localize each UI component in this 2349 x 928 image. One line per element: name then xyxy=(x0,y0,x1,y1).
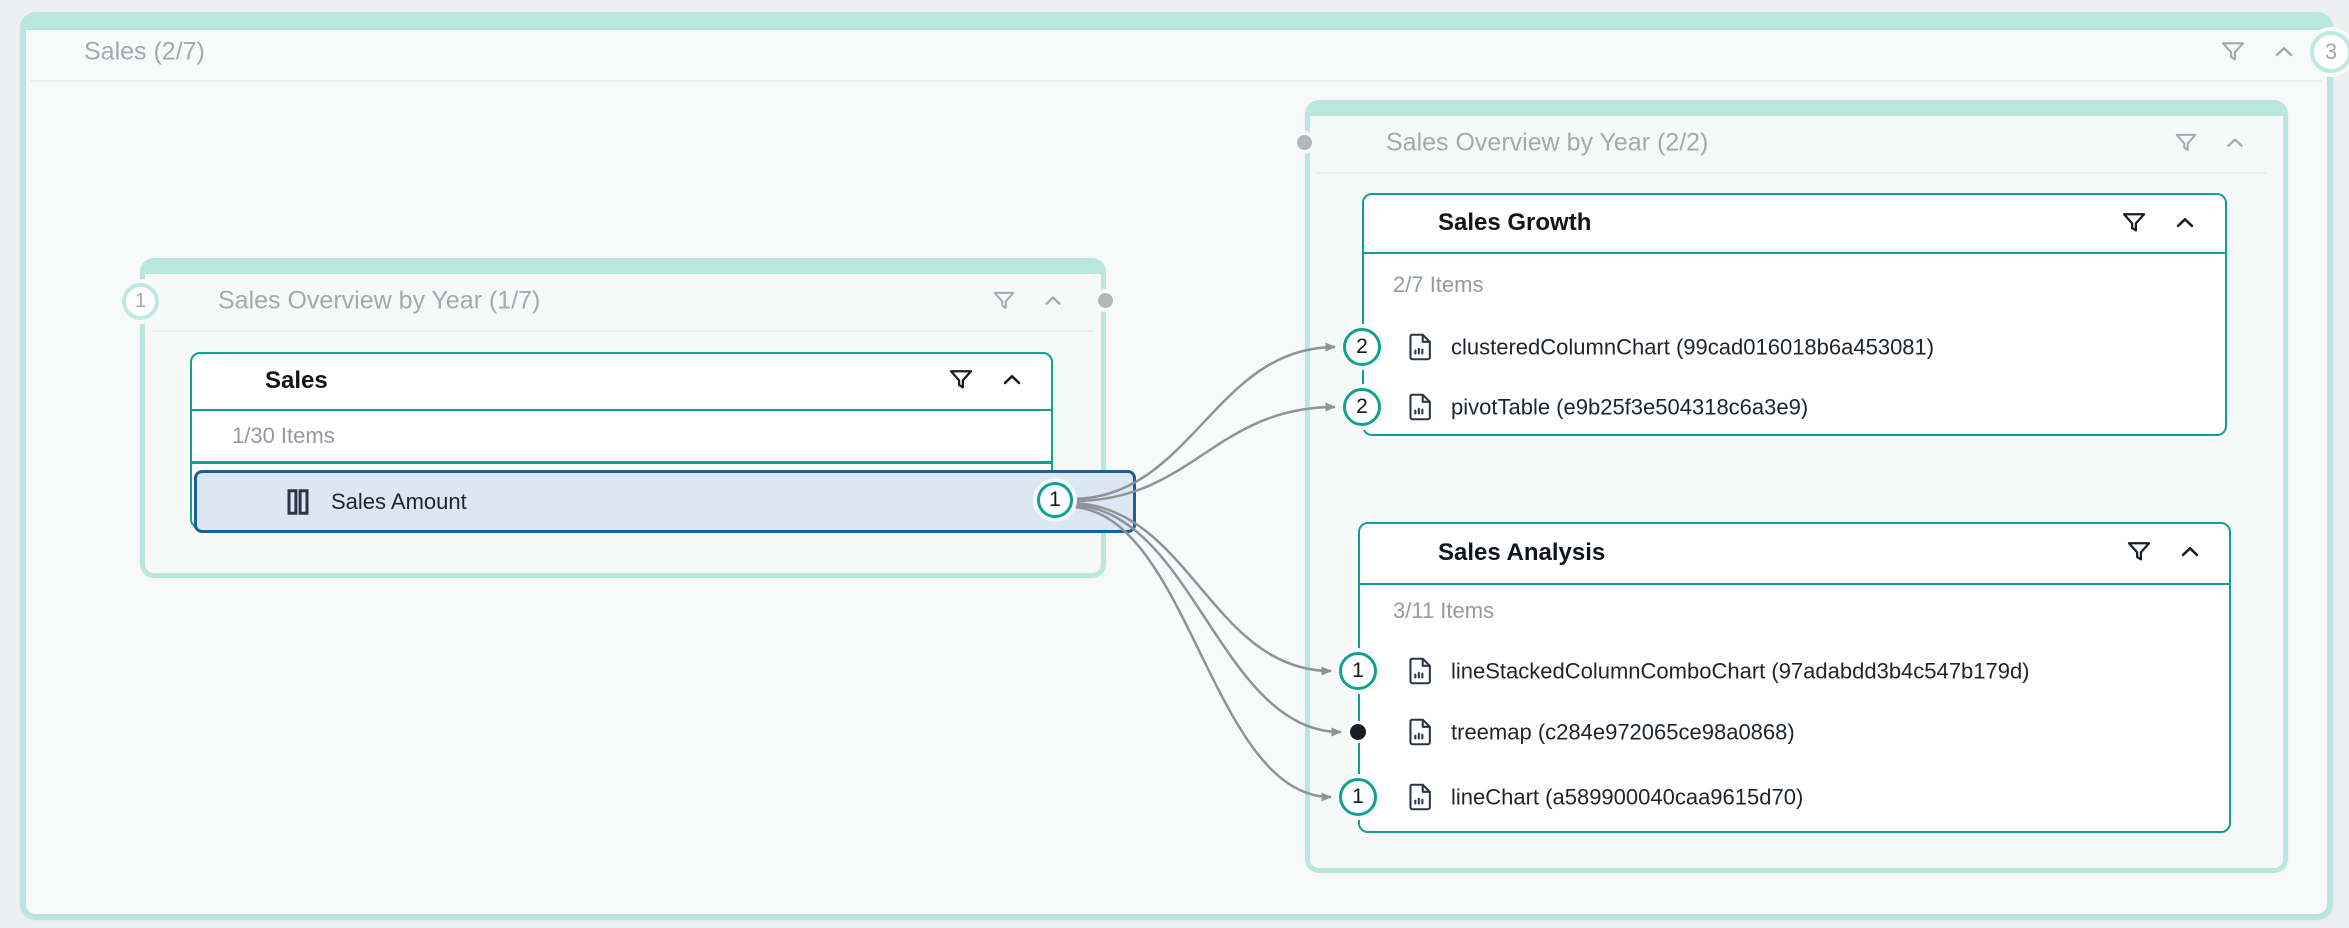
list-item-treemap[interactable]: treemap (c284e972065ce98a0868) xyxy=(1404,717,1795,748)
left-page-port-badge[interactable]: 1 xyxy=(122,283,159,320)
list-item-label: lineChart (a589900040caa9615d70) xyxy=(1451,784,1804,809)
collapse-chevron-icon[interactable] xyxy=(2222,130,2248,156)
right-header-separator xyxy=(1317,172,2266,174)
list-item-pivot-table[interactable]: pivotTable (e9b25f3e504318c6a3e9) xyxy=(1404,392,1808,423)
outer-header-separator xyxy=(30,80,2322,82)
collapse-chevron-icon[interactable] xyxy=(998,366,1026,394)
sales-table-header[interactable]: Sales xyxy=(192,354,1051,411)
source-connection-badge[interactable]: 1 xyxy=(1037,482,1073,518)
selected-field-row-sales-amount[interactable]: Sales Amount xyxy=(194,470,1136,533)
filter-icon[interactable] xyxy=(2218,37,2248,67)
collapse-chevron-icon[interactable] xyxy=(1040,288,1066,314)
list-item-line-chart[interactable]: lineChart (a589900040caa9615d70) xyxy=(1404,782,1803,813)
filter-icon[interactable] xyxy=(2119,208,2149,238)
file-chart-icon xyxy=(1404,656,1435,687)
left-page-title: Sales Overview by Year (1/7) xyxy=(218,286,541,315)
left-page-out-port[interactable] xyxy=(1098,293,1113,308)
collapse-chevron-icon[interactable] xyxy=(2171,209,2199,237)
sales-table-items-count: 1/30 Items xyxy=(232,423,335,448)
filter-icon[interactable] xyxy=(990,287,1018,315)
list-item-label: pivotTable (e9b25f3e504318c6a3e9) xyxy=(1451,394,1809,419)
target-connection-badge[interactable]: 2 xyxy=(1343,388,1381,426)
filter-icon[interactable] xyxy=(2124,537,2154,567)
sales-analysis-title: Sales Analysis xyxy=(1438,539,1606,567)
right-page-in-port[interactable] xyxy=(1297,135,1312,150)
outer-collapse-count-badge[interactable]: 3 xyxy=(2310,31,2349,73)
right-page-title: Sales Overview by Year (2/2) xyxy=(1386,128,1709,157)
sales-table-title: Sales xyxy=(265,367,328,395)
sales-growth-items-count: 2/7 Items xyxy=(1393,272,1484,297)
collapse-chevron-icon[interactable] xyxy=(2270,38,2298,66)
sales-analysis-items-count: 3/11 Items xyxy=(1393,598,1495,623)
connection-endpoint-dot[interactable] xyxy=(1350,724,1366,740)
file-chart-icon xyxy=(1404,782,1435,813)
sales-table-count-separator xyxy=(192,461,1052,464)
list-item-label: clusteredColumnChart (99cad016018b6a4530… xyxy=(1451,334,1935,359)
sales-analysis-card: Sales Analysis xyxy=(1358,522,2231,833)
sales-growth-title: Sales Growth xyxy=(1438,209,1592,237)
file-chart-icon xyxy=(1404,717,1435,748)
target-connection-badge[interactable]: 2 xyxy=(1343,328,1381,366)
sales-growth-header[interactable]: Sales Growth xyxy=(1364,195,2225,254)
left-header-separator xyxy=(152,330,1094,332)
target-connection-badge[interactable]: 1 xyxy=(1339,778,1377,816)
collapse-chevron-icon[interactable] xyxy=(2176,538,2204,566)
sales-growth-card: Sales Growth xyxy=(1362,193,2227,436)
list-item-label: lineStackedColumnComboChart (97adabdd3b4… xyxy=(1451,658,2030,683)
outer-group-title: Sales (2/7) xyxy=(84,37,205,66)
columns-icon xyxy=(283,487,313,517)
filter-icon[interactable] xyxy=(946,365,976,395)
list-item-label: treemap (c284e972065ce98a0868) xyxy=(1451,719,1795,744)
file-chart-icon xyxy=(1404,392,1435,423)
list-item-clustered-column-chart[interactable]: clusteredColumnChart (99cad016018b6a4530… xyxy=(1404,332,1934,363)
selected-field-label: Sales Amount xyxy=(331,488,467,514)
file-chart-icon xyxy=(1404,332,1435,363)
list-item-line-stacked-column-combo-chart[interactable]: lineStackedColumnComboChart (97adabdd3b4… xyxy=(1404,656,2030,687)
target-connection-badge[interactable]: 1 xyxy=(1339,652,1377,690)
filter-icon[interactable] xyxy=(2172,129,2200,157)
sales-analysis-header[interactable]: Sales Analysis xyxy=(1360,524,2229,585)
